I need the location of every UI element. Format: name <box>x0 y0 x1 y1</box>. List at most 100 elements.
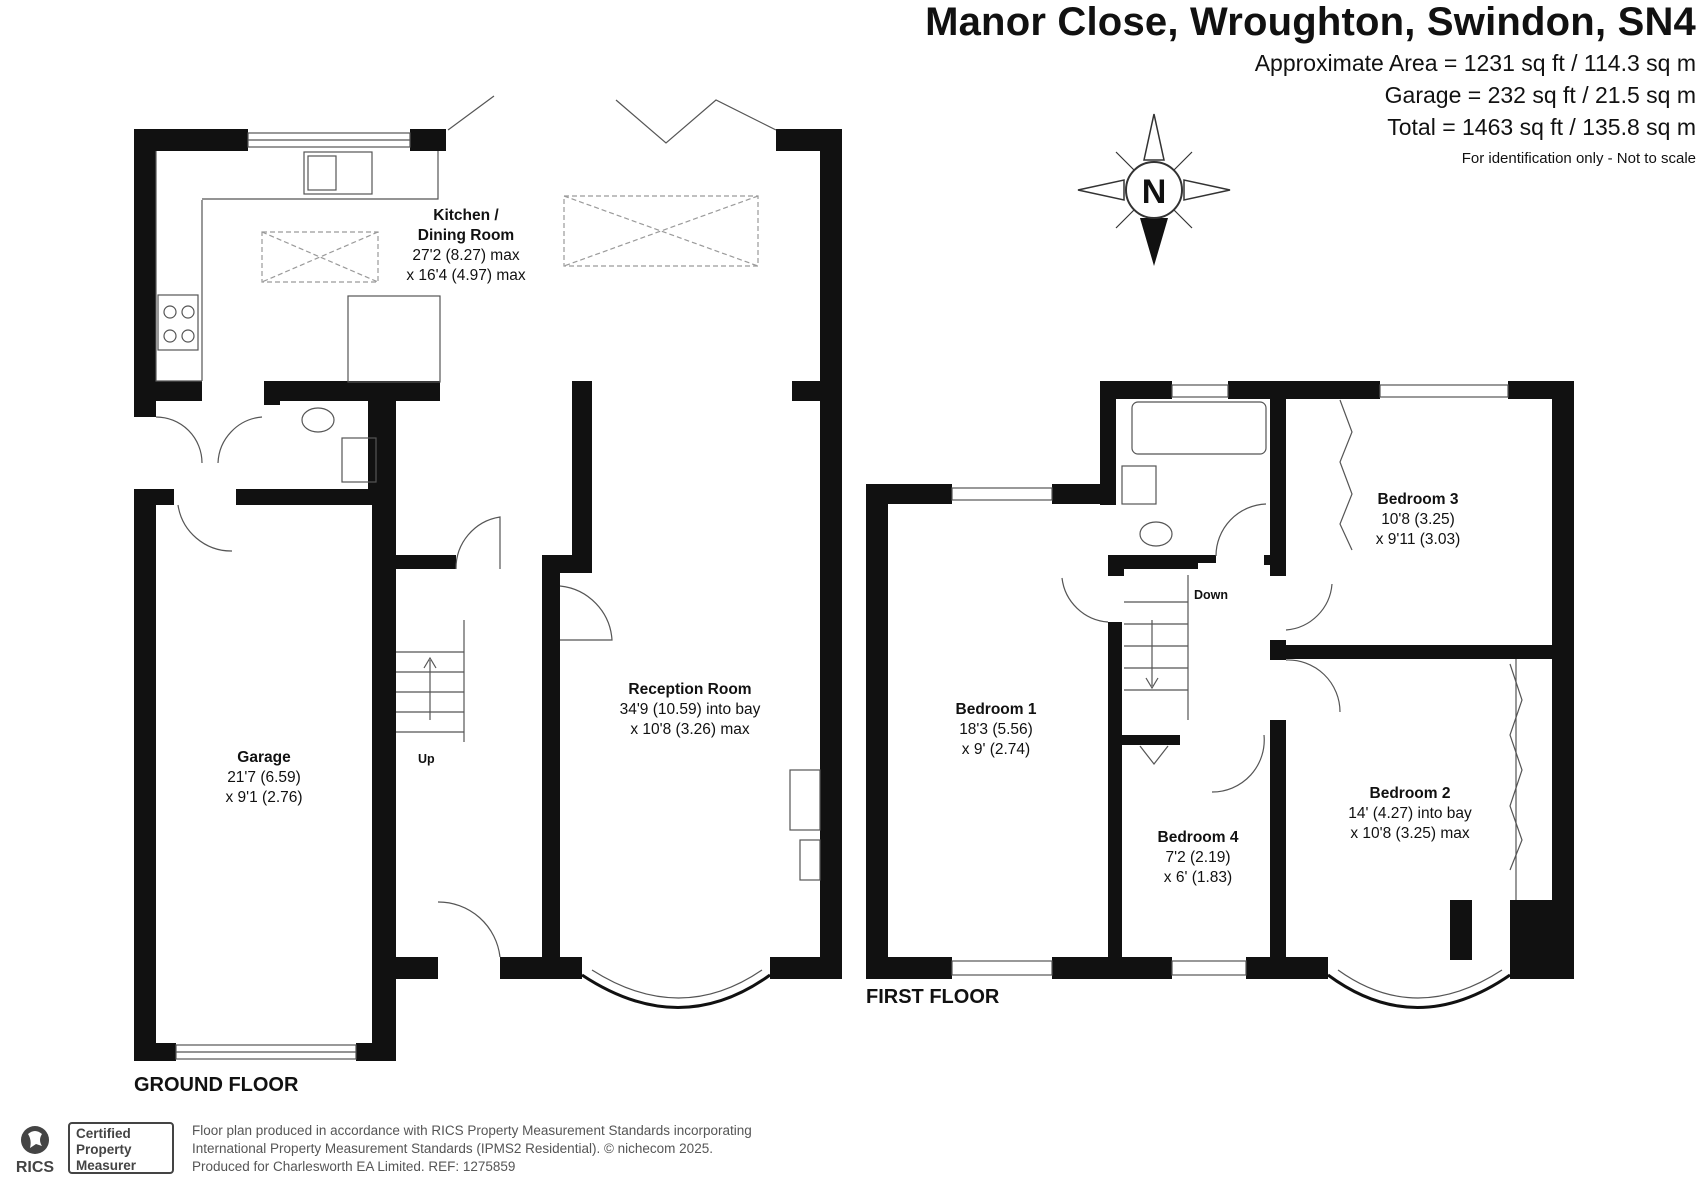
stairs-down-label: Down <box>1194 588 1229 602</box>
wall <box>382 957 438 979</box>
door-swing <box>155 416 203 464</box>
wall <box>1052 484 1108 504</box>
toilet <box>1139 521 1173 547</box>
wall <box>264 381 280 405</box>
door-swing <box>455 516 501 570</box>
compass-diagonal <box>1115 151 1137 173</box>
fireplace <box>799 839 821 881</box>
window <box>1171 384 1229 398</box>
wall <box>770 957 842 979</box>
bay-window <box>1327 973 1511 1009</box>
wall <box>866 957 952 979</box>
room-name: Garage <box>237 749 291 766</box>
wall <box>1166 555 1216 563</box>
sink-bowl <box>307 155 337 191</box>
identification-note: For identification only - Not to scale <box>1461 150 1696 167</box>
page-title: Manor Close, Wroughton, Swindon, SN4 <box>925 0 1696 44</box>
room-dimension: x 9'11 (3.03) <box>1375 531 1461 548</box>
stair-arrowhead <box>423 656 437 669</box>
skylight-cross <box>563 195 759 267</box>
room-dimension: x 10'8 (3.25) max <box>1350 825 1470 842</box>
bathtub <box>1131 401 1267 455</box>
room-dimension: x 10'8 (3.26) max <box>630 721 750 738</box>
door-swing <box>1211 734 1265 793</box>
wall <box>866 484 888 979</box>
badge-line: Certified <box>76 1126 131 1141</box>
wall <box>1270 720 1286 979</box>
room-label-bedroom3: Bedroom 3 10'8 (3.25) x 9'11 (3.03) <box>1376 490 1461 550</box>
footer-line: International Property Measurement Stand… <box>192 1141 713 1156</box>
skylight <box>563 195 759 267</box>
wall <box>134 489 156 1061</box>
basin <box>1121 465 1157 505</box>
room-dimension: 34'9 (10.59) into bay <box>619 701 761 718</box>
room-name: Bedroom 3 <box>1377 491 1459 508</box>
sink <box>303 151 373 195</box>
room-dimension: 27'2 (8.27) max <box>412 247 520 264</box>
island <box>347 295 441 383</box>
wall <box>382 555 456 569</box>
wardrobe <box>1509 663 1523 871</box>
compass-diagonal <box>1171 151 1193 173</box>
wall <box>1246 957 1328 979</box>
fixtures <box>155 95 1523 1060</box>
window <box>951 487 1053 501</box>
rics-logo-text: RICS <box>16 1159 55 1176</box>
door-swing <box>1285 659 1341 713</box>
skylight-cross <box>261 231 379 283</box>
wall <box>1270 381 1286 551</box>
door-swing <box>217 416 263 464</box>
wall <box>1122 735 1180 745</box>
first-floor-label: FIRST FLOOR <box>866 986 1000 1008</box>
compass-diagonal <box>1115 207 1137 229</box>
rics-logo-icon: RICS <box>16 1126 55 1176</box>
wall <box>1264 555 1284 565</box>
door-swing <box>559 585 613 641</box>
window <box>1171 960 1247 976</box>
wall <box>1270 645 1574 659</box>
area-total: Total = 1463 sq ft / 135.8 sq m <box>1387 114 1696 140</box>
door-swing <box>1215 503 1267 557</box>
wall <box>1228 381 1380 399</box>
wall <box>264 381 440 401</box>
toilet <box>301 407 335 433</box>
door-swing <box>447 95 495 131</box>
wall <box>134 129 156 417</box>
door-swing <box>615 99 777 144</box>
area-garage: Garage = 232 sq ft / 21.5 sq m <box>1384 82 1696 108</box>
wall <box>134 129 248 151</box>
footer-notes: Floor plan produced in accordance with R… <box>192 1122 752 1176</box>
compass-rose-icon: N <box>1077 113 1231 266</box>
stair-arrowhead <box>1145 677 1159 690</box>
door-swing <box>1285 583 1333 631</box>
room-name: Bedroom 1 <box>955 701 1037 718</box>
door-swing <box>437 901 501 958</box>
worktop <box>202 151 439 200</box>
wall <box>134 1043 176 1061</box>
room-dimension: x 9' (2.74) <box>961 741 1031 758</box>
room-dimension: 14' (4.27) into bay <box>1348 805 1472 822</box>
window <box>1379 384 1509 398</box>
compass-point-west <box>1077 179 1125 201</box>
room-label-bedroom2: Bedroom 2 14' (4.27) into bay x 10'8 (3.… <box>1348 784 1472 844</box>
wall <box>1450 900 1472 960</box>
wall <box>372 395 396 1061</box>
bay-window-inner <box>591 969 763 999</box>
wall <box>792 381 822 401</box>
room-dimension: 10'8 (3.25) <box>1381 511 1455 528</box>
compass-point-south <box>1140 218 1168 266</box>
wall <box>820 129 842 979</box>
hob-ring <box>163 305 177 319</box>
wall <box>1510 900 1574 979</box>
hob-ring <box>163 329 177 343</box>
bay-window-inner <box>1337 969 1503 999</box>
wall <box>542 957 582 979</box>
worktop <box>155 151 202 382</box>
room-dimension: x 6' (1.83) <box>1163 869 1233 886</box>
stairs-up-label: Up <box>418 752 435 766</box>
compass-point-north <box>1143 113 1165 161</box>
chimney-breast <box>789 769 821 831</box>
room-dimension: x 9'1 (2.76) <box>225 789 303 806</box>
skylight <box>261 231 379 283</box>
